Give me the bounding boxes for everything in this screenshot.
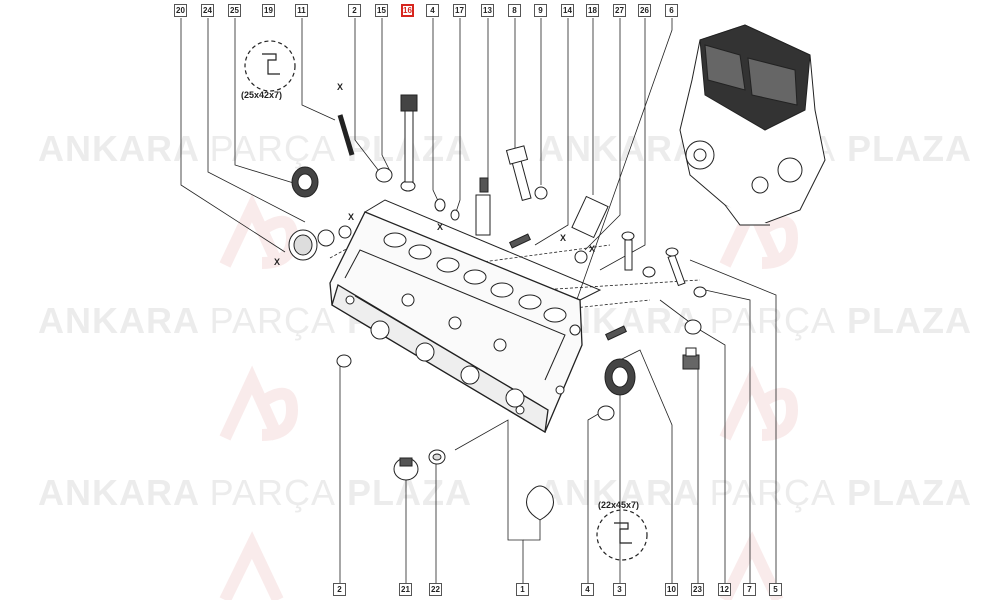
callout-17[interactable]: 17 bbox=[453, 4, 466, 17]
callout-19[interactable]: 19 bbox=[262, 4, 275, 17]
engine-illustration bbox=[679, 24, 826, 226]
callout-4[interactable]: 4 bbox=[581, 583, 594, 596]
callout-21[interactable]: 21 bbox=[399, 583, 412, 596]
callout-25[interactable]: 25 bbox=[228, 4, 241, 17]
callout-22[interactable]: 22 bbox=[429, 583, 442, 596]
callout-20[interactable]: 20 bbox=[174, 4, 187, 17]
callout-4[interactable]: 4 bbox=[426, 4, 439, 17]
callout-12[interactable]: 12 bbox=[718, 583, 731, 596]
callout-5[interactable]: 5 bbox=[769, 583, 782, 596]
callout-15[interactable]: 15 bbox=[375, 4, 388, 17]
callout-2[interactable]: 2 bbox=[333, 583, 346, 596]
callout-27[interactable]: 27 bbox=[613, 4, 626, 17]
callout-13[interactable]: 13 bbox=[481, 4, 494, 17]
callout-1[interactable]: 1 bbox=[516, 583, 529, 596]
callout-23[interactable]: 23 bbox=[691, 583, 704, 596]
watermark-logo bbox=[219, 193, 799, 600]
seal-icon bbox=[244, 40, 648, 561]
x-mark: X bbox=[337, 82, 343, 92]
callout-24[interactable]: 24 bbox=[201, 4, 214, 17]
x-mark: X bbox=[348, 212, 354, 222]
callout-18[interactable]: 18 bbox=[586, 4, 599, 17]
callout-7[interactable]: 7 bbox=[743, 583, 756, 596]
watermark: ANKARA PARÇA PLAZA bbox=[38, 472, 473, 513]
callout-16-highlighted[interactable]: 16 bbox=[401, 4, 414, 17]
callout-9[interactable]: 9 bbox=[534, 4, 547, 17]
watermark: ANKARA PARÇA PLAZA bbox=[538, 472, 973, 513]
callout-3[interactable]: 3 bbox=[613, 583, 626, 596]
seal-size-label: (25x42x7) bbox=[241, 90, 283, 100]
callout-8[interactable]: 8 bbox=[508, 4, 521, 17]
callout-6[interactable]: 6 bbox=[665, 4, 678, 17]
valve-ports bbox=[345, 232, 581, 415]
small-parts bbox=[288, 94, 707, 521]
x-mark: X bbox=[274, 257, 280, 267]
x-mark: X bbox=[560, 233, 566, 243]
callout-14[interactable]: 14 bbox=[561, 4, 574, 17]
seal-size-label: (22x45x7) bbox=[598, 500, 640, 510]
watermark: ANKARA PARÇA PLAZA bbox=[38, 128, 471, 169]
x-mark: X bbox=[589, 244, 595, 254]
callout-10[interactable]: 10 bbox=[665, 583, 678, 596]
x-mark: X bbox=[437, 222, 443, 232]
callout-2[interactable]: 2 bbox=[348, 4, 361, 17]
callout-11[interactable]: 11 bbox=[295, 4, 308, 17]
callout-26[interactable]: 26 bbox=[638, 4, 651, 17]
